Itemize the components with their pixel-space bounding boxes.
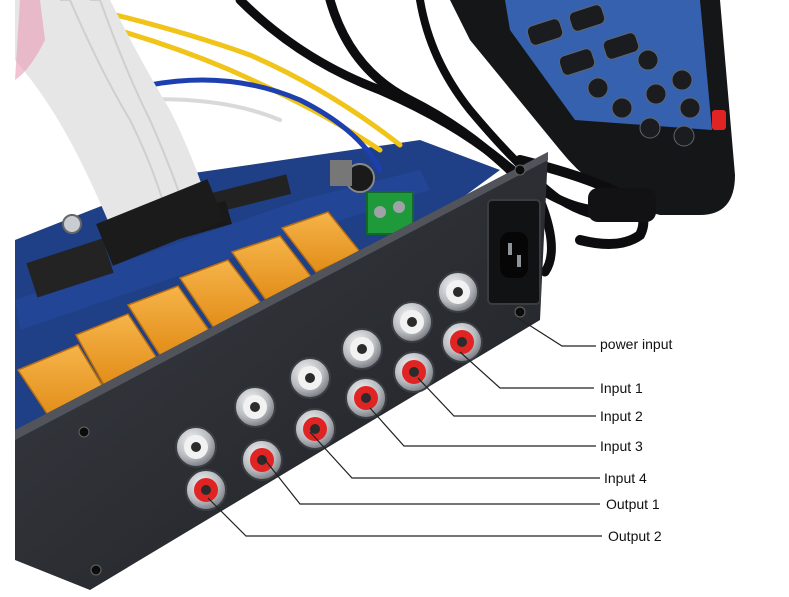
wiring — [77, 7, 403, 173]
leader-input-4 — [309, 431, 600, 479]
rca-jack-red-4 — [345, 377, 387, 419]
leader-input-3 — [369, 407, 596, 447]
rca-jack-red-3 — [294, 408, 336, 450]
ribbon-cable — [15, 0, 225, 266]
rca-jack-white-5 — [391, 301, 433, 343]
leader-output-1 — [261, 455, 600, 505]
rca-jack-red-1 — [185, 469, 227, 511]
power-socket — [487, 199, 541, 305]
rca-jack-red-2 — [241, 439, 283, 481]
front-panel — [15, 152, 548, 590]
remote-control — [450, 0, 735, 215]
rca-jack-red-5 — [393, 351, 435, 393]
rca-jack-white-3 — [289, 357, 331, 399]
callout-output-2: Output 2 — [608, 528, 662, 544]
callout-output-1: Output 1 — [606, 496, 660, 512]
leader-power-input — [517, 317, 596, 347]
callout-lines — [207, 317, 602, 537]
rca-jack-white-1 — [175, 426, 217, 468]
leader-input-2 — [417, 377, 596, 417]
rca-jack-white-4 — [341, 328, 383, 370]
callout-input-3: Input 3 — [600, 438, 643, 454]
callout-power-input: power input — [600, 336, 673, 352]
rca-jack-red-6 — [441, 321, 483, 363]
rca-jack-white-6 — [437, 271, 479, 313]
rca-jacks — [175, 271, 483, 511]
remote-buttons — [526, 4, 701, 147]
callout-input-2: Input 2 — [600, 408, 643, 424]
rca-jack-white-2 — [234, 386, 276, 428]
power-cords — [235, 0, 656, 277]
callout-input-4: Input 4 — [604, 470, 647, 486]
leader-output-2 — [207, 497, 602, 537]
leader-input-1 — [459, 351, 594, 389]
callout-input-1: Input 1 — [600, 380, 643, 396]
